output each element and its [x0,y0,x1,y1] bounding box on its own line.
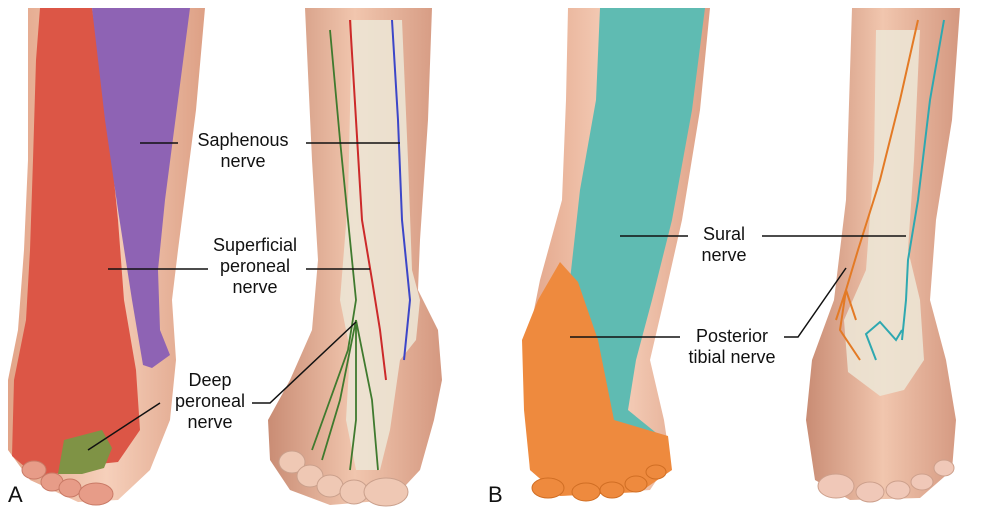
sural-line1: Sural [688,224,760,245]
sural-line2: nerve [688,245,760,266]
superficial-peroneal-line3: nerve [200,277,310,298]
leg-b-anatomy [806,8,960,502]
posterior-tibial-line1: Posterior [680,326,784,347]
deep-peroneal-line1: Deep [162,370,258,391]
leg-b-dermatome-map [522,8,710,501]
panel-a-letter: A [8,482,23,508]
deep-peroneal-line3: nerve [162,412,258,433]
sural-nerve-label: Sural nerve [688,224,760,266]
posterior-tibial-nerve-label: Posterior tibial nerve [680,326,784,368]
deep-peroneal-nerve-label: Deep peroneal nerve [162,370,258,433]
superficial-peroneal-line1: Superficial [200,235,310,256]
superficial-peroneal-nerve-label: Superficial peroneal nerve [200,235,310,298]
saphenous-line2: nerve [184,151,302,172]
panel-b-letter: B [488,482,503,508]
saphenous-nerve-label: Saphenous nerve [184,130,302,172]
deep-peroneal-line2: peroneal [162,391,258,412]
superficial-peroneal-line2: peroneal [200,256,310,277]
saphenous-line1: Saphenous [184,130,302,151]
posterior-tibial-line2: tibial nerve [680,347,784,368]
